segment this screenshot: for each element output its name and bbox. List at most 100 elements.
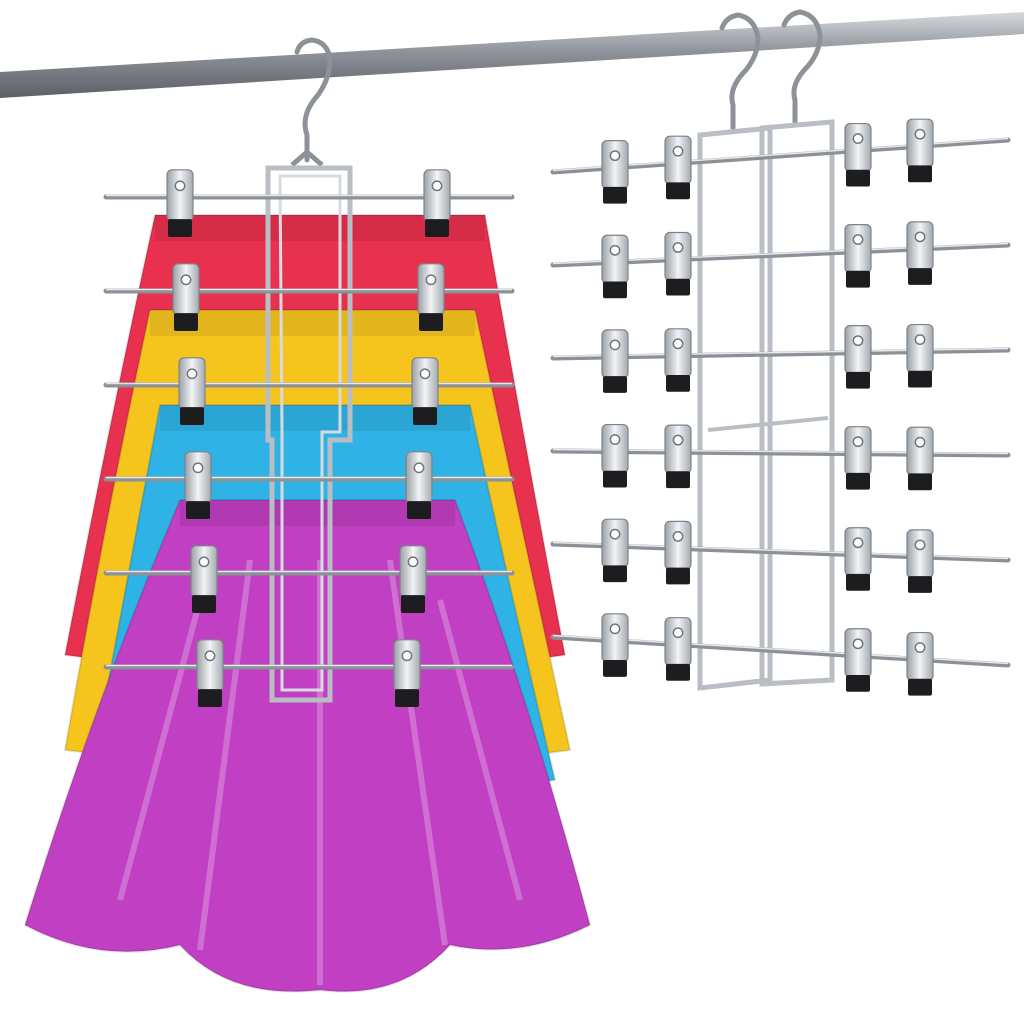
skirt-fold [437, 599, 523, 901]
clip-pad [908, 576, 932, 593]
skirt [23, 499, 592, 993]
clip-body [664, 328, 692, 378]
clip-pad [666, 278, 690, 296]
clip-spring [914, 128, 926, 140]
clip [844, 122, 872, 187]
clip-spring [852, 436, 864, 448]
hook [719, 12, 761, 131]
clip-pad [908, 268, 932, 285]
left-tier-hanger [103, 37, 515, 707]
clip-pad [666, 182, 690, 200]
clip-spring [914, 642, 926, 654]
clip [601, 234, 629, 299]
clip-spring [401, 650, 413, 662]
clip-body [601, 423, 629, 474]
clip-body [601, 140, 629, 190]
skirt-fold [387, 559, 448, 946]
clip [196, 639, 224, 707]
clip-pad [603, 186, 627, 204]
clip [184, 451, 212, 519]
clip-pad [666, 663, 690, 681]
clip-spring [672, 242, 684, 253]
clip-body [393, 639, 421, 692]
clip-pad [413, 407, 437, 425]
clip-spring [609, 150, 621, 162]
clip-pad [186, 501, 210, 519]
clip-body [411, 357, 439, 410]
clip-pad [603, 660, 627, 677]
clip-spring [672, 145, 684, 157]
clip [844, 325, 872, 389]
clip-spring [672, 338, 684, 350]
clip-body [844, 122, 872, 173]
clip-body [664, 520, 692, 570]
clip-spring [914, 436, 926, 448]
clip-spring [419, 368, 431, 380]
clip [844, 527, 872, 591]
clip-body [166, 169, 194, 222]
clip [423, 169, 451, 237]
clip [601, 613, 629, 677]
clip-body [844, 527, 872, 577]
clip-pad [908, 473, 932, 491]
right-tier-hanger [550, 9, 1011, 696]
clip-body [906, 221, 934, 271]
clip [906, 426, 934, 491]
clip-body [405, 451, 433, 504]
clip-body [423, 169, 451, 222]
clip-body [844, 426, 872, 476]
clip-body [664, 231, 692, 282]
clip-pad [407, 501, 431, 519]
clip-body [844, 223, 872, 274]
clip [664, 328, 692, 392]
clip-body [184, 451, 212, 504]
clip-pad [198, 689, 222, 707]
clip-pad [401, 595, 425, 613]
clip-body [664, 424, 692, 474]
clip-spring [609, 434, 621, 445]
clip-spring [180, 274, 192, 286]
clip-spring [852, 234, 864, 246]
clip-spring [852, 335, 864, 347]
clip-spring [914, 231, 926, 243]
clip-spring [852, 638, 864, 650]
clip-spring [174, 180, 186, 192]
hook [294, 37, 333, 163]
clip [178, 357, 206, 425]
clip-spring [407, 556, 419, 568]
clip-body [601, 329, 629, 379]
clip-spring [914, 539, 926, 551]
clip-pad [174, 313, 198, 331]
clip-body [178, 357, 206, 410]
clip-body [906, 529, 934, 579]
clip-body [399, 545, 427, 598]
clip-pad [180, 407, 204, 425]
clip-body [906, 631, 934, 682]
clip-spring [413, 462, 425, 474]
hook [781, 9, 823, 125]
clip-body [906, 118, 934, 168]
clip [172, 263, 200, 331]
hook-neck [290, 148, 324, 167]
hanger-frame-cross [707, 416, 829, 432]
hanger-frame [759, 119, 835, 687]
clip [664, 231, 692, 296]
clip-body [844, 628, 872, 678]
clip [411, 357, 439, 425]
clip [405, 451, 433, 519]
clip [664, 617, 692, 681]
clip [906, 118, 934, 183]
clip-pad [168, 219, 192, 237]
clip [664, 424, 692, 489]
skirt-fold [197, 559, 253, 951]
clip [906, 631, 934, 696]
clip-spring [852, 537, 864, 549]
hanger-frame-inner [278, 174, 342, 692]
clip-pad [666, 471, 690, 489]
clip-pad [846, 573, 870, 591]
clip [601, 423, 629, 488]
hanger-frame [697, 125, 773, 691]
clip-spring [914, 334, 926, 345]
skirts-group [23, 214, 592, 993]
clip-pad [666, 375, 690, 392]
